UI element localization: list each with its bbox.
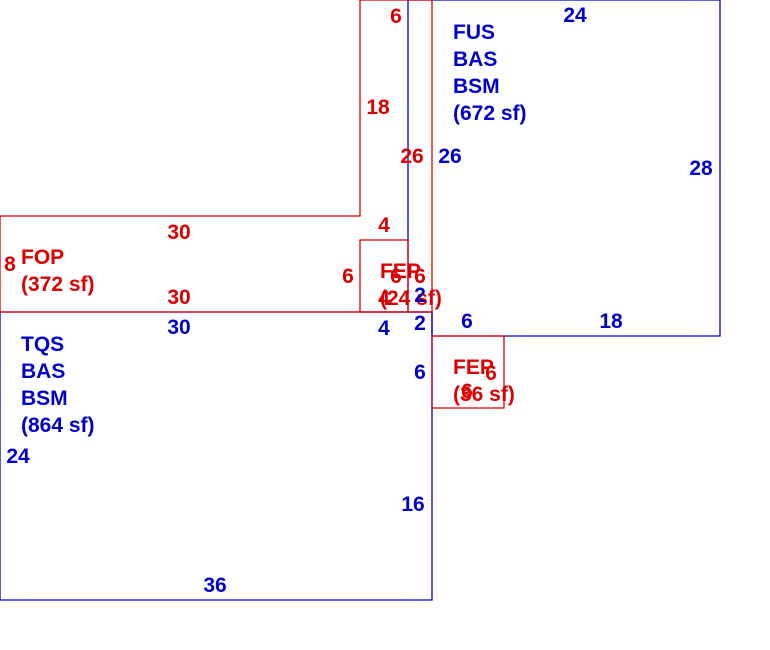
- dimension-label: 28: [689, 157, 713, 180]
- dimension-label: 30: [167, 316, 190, 339]
- fop-label-line: FOP: [21, 246, 64, 269]
- fep-lower-outline: [431, 335, 505, 409]
- fep-lower-label-line: (36 sf): [453, 383, 515, 406]
- dimension-label: 4: [378, 214, 390, 237]
- dimension-label: 6: [342, 265, 354, 288]
- dimension-label: 30: [167, 221, 190, 244]
- dimension-label: 6: [485, 362, 497, 385]
- tqs-area-label: TQS BAS BSM (864 sf): [21, 333, 95, 437]
- fep-small-label-line: FEP: [380, 260, 421, 283]
- fep-small-outline: [359, 239, 409, 313]
- dimension-label: 36: [203, 574, 226, 597]
- dimension-label: 4: [378, 317, 390, 340]
- fus-label-line: (672 sf): [453, 102, 527, 125]
- dimension-label: 16: [401, 493, 424, 516]
- dimension-label: 6: [461, 310, 473, 333]
- dimension-label: 6: [414, 265, 426, 288]
- dimension-label: 26: [438, 145, 461, 168]
- fus-label-line: FUS: [453, 21, 495, 44]
- dimension-label: 6: [414, 361, 426, 384]
- dimension-label: 26: [400, 145, 423, 168]
- fus-label-line: BSM: [453, 75, 500, 98]
- dimension-label: 6: [390, 265, 402, 288]
- tqs-label-line: BSM: [21, 387, 68, 410]
- dimension-label: 6: [461, 380, 473, 403]
- fep-small-label-line: (24 sf): [380, 287, 442, 310]
- tqs-label-line: (864 sf): [21, 414, 95, 437]
- tqs-label-line: BAS: [21, 360, 65, 383]
- fop-outline: [0, 0, 433, 313]
- fep-lower-area-label: FEP (36 sf): [453, 356, 515, 406]
- fus-area-label: FUS BAS BSM (672 sf): [453, 21, 527, 125]
- tqs-label-line: TQS: [21, 333, 64, 356]
- dimension-label: 2: [414, 284, 426, 307]
- dimension-label: 2: [414, 312, 426, 335]
- dimension-label: 8: [4, 253, 16, 276]
- fus-label-line: BAS: [453, 48, 497, 71]
- dimension-label: 18: [599, 310, 623, 333]
- dimension-label: 24: [6, 445, 30, 468]
- dimension-label: 18: [366, 96, 390, 119]
- dimension-label: 6: [390, 5, 402, 28]
- fep-lower-label-line: FEP: [453, 356, 494, 379]
- dimension-label: 24: [563, 4, 587, 27]
- tqs-outline: [0, 311, 433, 601]
- fop-label-line: (372 sf): [21, 273, 95, 296]
- dimension-label: 30: [167, 286, 190, 309]
- fep-small-area-label: FEP (24 sf): [380, 260, 442, 310]
- fop-area-label: FOP (372 sf): [21, 246, 95, 296]
- dimension-label: 4: [378, 287, 390, 310]
